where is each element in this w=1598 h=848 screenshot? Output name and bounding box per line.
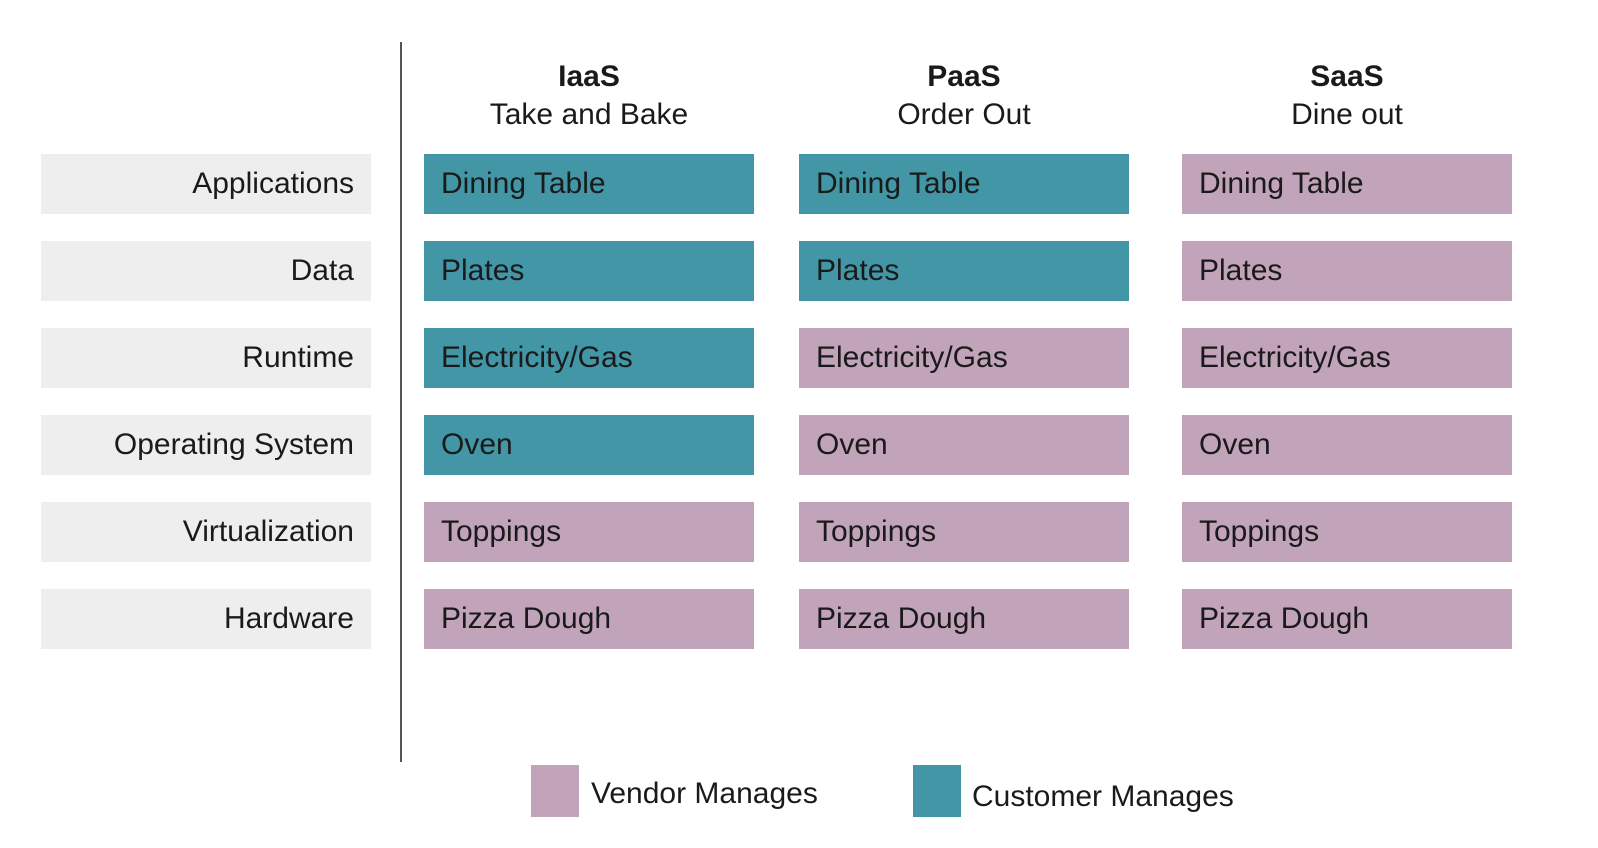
- row-label-applications: Applications: [41, 154, 371, 214]
- row-label-data: Data: [41, 241, 371, 301]
- divider-line: [400, 42, 402, 762]
- cell-paas-operating-system: Oven: [799, 415, 1129, 475]
- column-subtitle: Dine out: [1291, 98, 1403, 131]
- cell-paas-hardware: Pizza Dough: [799, 589, 1129, 649]
- column-header-paas: PaaS Order Out: [799, 58, 1129, 134]
- column-title: PaaS: [927, 60, 1001, 93]
- cell-saas-virtualization: Toppings: [1182, 502, 1512, 562]
- column-title: IaaS: [558, 60, 620, 93]
- cell-paas-virtualization: Toppings: [799, 502, 1129, 562]
- cell-paas-data: Plates: [799, 241, 1129, 301]
- cell-saas-hardware: Pizza Dough: [1182, 589, 1512, 649]
- cell-saas-data: Plates: [1182, 241, 1512, 301]
- row-label-operating-system: Operating System: [41, 415, 371, 475]
- legend-customer-swatch: [913, 765, 961, 817]
- cell-iaas-virtualization: Toppings: [424, 502, 754, 562]
- cell-saas-runtime: Electricity/Gas: [1182, 328, 1512, 388]
- cell-iaas-runtime: Electricity/Gas: [424, 328, 754, 388]
- column-header-iaas: IaaS Take and Bake: [424, 58, 754, 134]
- cell-iaas-applications: Dining Table: [424, 154, 754, 214]
- cell-iaas-operating-system: Oven: [424, 415, 754, 475]
- cell-iaas-hardware: Pizza Dough: [424, 589, 754, 649]
- legend-customer-label: Customer Manages: [972, 780, 1234, 813]
- column-header-saas: SaaS Dine out: [1182, 58, 1512, 134]
- row-label-runtime: Runtime: [41, 328, 371, 388]
- column-subtitle: Take and Bake: [489, 98, 689, 131]
- column-subtitle: Order Out: [897, 98, 1031, 131]
- cell-saas-applications: Dining Table: [1182, 154, 1512, 214]
- legend-vendor-swatch: [531, 765, 579, 817]
- legend-vendor-label: Vendor Manages: [591, 777, 818, 810]
- column-title: SaaS: [1310, 60, 1384, 93]
- cell-paas-applications: Dining Table: [799, 154, 1129, 214]
- cell-iaas-data: Plates: [424, 241, 754, 301]
- cell-saas-operating-system: Oven: [1182, 415, 1512, 475]
- row-label-virtualization: Virtualization: [41, 502, 371, 562]
- row-label-hardware: Hardware: [41, 589, 371, 649]
- cell-paas-runtime: Electricity/Gas: [799, 328, 1129, 388]
